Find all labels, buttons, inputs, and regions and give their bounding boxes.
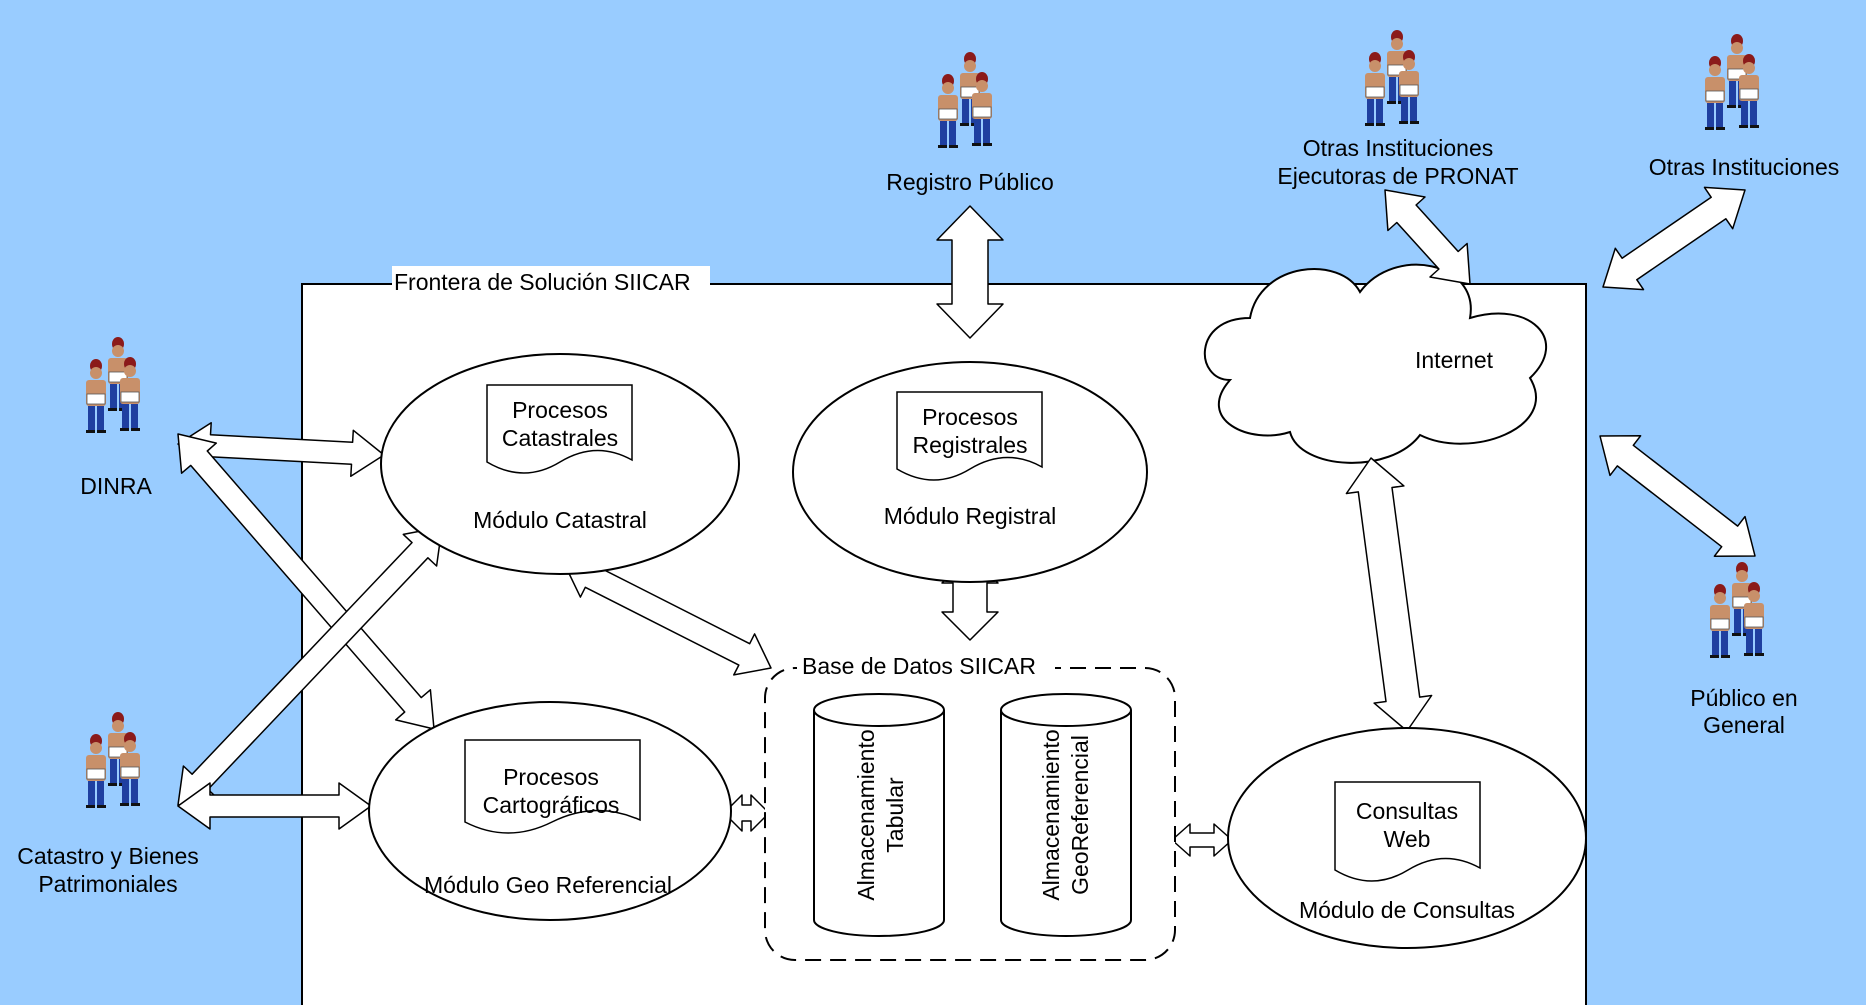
process-label-line1: Procesos (512, 397, 608, 423)
arrow-cloud-publico (1599, 435, 1756, 557)
actor-label-line1: Otras Instituciones (1303, 135, 1493, 161)
storage-label-line1: Almacenamiento (853, 729, 879, 900)
module-catastral[interactable]: Procesos Catastrales Módulo Catastral (380, 353, 740, 575)
people-icon (1710, 562, 1764, 658)
arrow-otras-cloud (1602, 186, 1746, 291)
module-label: Módulo Registral (884, 503, 1057, 529)
process-label-line2: Cartográficos (483, 792, 620, 818)
actor-label-line1: Otras Instituciones (1649, 154, 1839, 180)
actor-label-line2: Ejecutoras de PRONAT (1277, 163, 1518, 189)
people-icon (1705, 34, 1759, 130)
actor-catastro-bienes[interactable]: Catastro y Bienes Patrimoniales (17, 712, 199, 897)
database-title: Base de Datos SIICAR (802, 653, 1036, 679)
storage-georeferencial[interactable]: Almacenamiento GeoReferencial (1000, 693, 1132, 937)
actor-label-line2: Patrimoniales (38, 871, 177, 897)
process-label-line1: Consultas (1356, 798, 1458, 824)
process-label-line2: Registrales (912, 432, 1027, 458)
storage-tabular[interactable]: Almacenamiento Tabular (813, 693, 945, 937)
actor-label-line1: DINRA (80, 473, 152, 499)
module-label: Módulo Geo Referencial (424, 872, 672, 898)
actor-publico-general[interactable]: Público en General (1690, 562, 1798, 738)
internet-cloud: Internet (1203, 263, 1548, 464)
people-icon (86, 712, 140, 808)
process-label-line2: Catastrales (502, 425, 618, 451)
document-icon (896, 391, 1043, 481)
actor-otras-instituciones[interactable]: Otras Instituciones (1649, 34, 1839, 180)
document-icon (486, 384, 633, 474)
arrow-registro-registral (936, 205, 1004, 339)
people-icon (938, 52, 992, 148)
people-icon (1365, 30, 1419, 126)
module-consultas[interactable]: Consultas Web Módulo de Consultas (1227, 727, 1587, 949)
document-icon (1334, 781, 1481, 882)
arrow-pronat-cloud (1384, 189, 1471, 285)
process-label-line2: Web (1384, 826, 1431, 852)
boundary-title: Frontera de Solución SIICAR (394, 269, 691, 295)
storage-label-line1: Almacenamiento (1038, 729, 1064, 900)
actor-registro-publico[interactable]: Registro Público (886, 52, 1054, 195)
storage-label-line2: GeoReferencial (1067, 735, 1093, 895)
module-geo-referencial[interactable]: Procesos Cartográficos Módulo Geo Refere… (368, 701, 732, 921)
actor-dinra[interactable]: DINRA (80, 337, 152, 499)
module-registral[interactable]: Procesos Registrales Módulo Registral (792, 361, 1148, 583)
people-icon (86, 337, 140, 433)
document-icon (464, 739, 641, 834)
database-siicar: Base de Datos SIICAR Almacenamiento Tabu… (764, 653, 1176, 961)
internet-label: Internet (1415, 347, 1494, 373)
process-label-line1: Procesos (503, 764, 599, 790)
module-label: Módulo Catastral (473, 507, 647, 533)
actor-label-line2: General (1703, 712, 1785, 738)
storage-label-line2: Tabular (882, 777, 908, 853)
module-label: Módulo de Consultas (1299, 897, 1515, 923)
arrow-catastro-geo (177, 782, 372, 830)
actor-label-line1: Registro Público (886, 169, 1053, 195)
actor-label-line1: Público en (1690, 685, 1797, 711)
actor-label-line1: Catastro y Bienes (17, 843, 199, 869)
process-label-line1: Procesos (922, 404, 1018, 430)
actor-otras-pronat[interactable]: Otras Instituciones Ejecutoras de PRONAT (1277, 30, 1519, 189)
